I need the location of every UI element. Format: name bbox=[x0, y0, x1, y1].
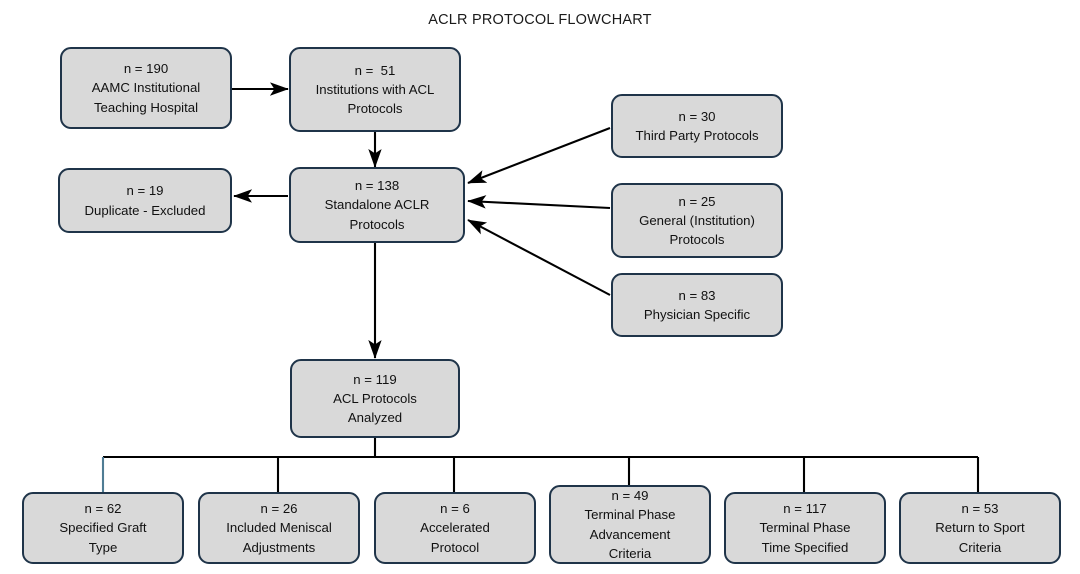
node-institutions-line2: Institutions with ACL bbox=[315, 81, 435, 97]
node-general-institution-protocols[interactable]: n = 25 General (Institution) Protocols bbox=[611, 183, 783, 258]
node-graft-line3: Type bbox=[88, 539, 118, 555]
node-accelerated-protocol[interactable]: n = 6 Accelerated Protocol bbox=[374, 492, 536, 564]
node-duplicate-line1: n = 19 bbox=[126, 183, 164, 199]
node-institutions-with-acl[interactable]: n = 51 Institutions with ACL Protocols bbox=[289, 47, 461, 132]
node-return-to-sport-criteria[interactable]: n = 53 Return to Sport Criteria bbox=[899, 492, 1061, 564]
node-acl-protocols-analyzed[interactable]: n = 119 ACL Protocols Analyzed bbox=[290, 359, 460, 438]
node-accelerated-line2: Accelerated bbox=[420, 520, 490, 536]
node-standalone-line3: Protocols bbox=[349, 216, 405, 232]
node-analyzed-line3: Analyzed bbox=[347, 410, 403, 426]
node-time-specified-line2: Terminal Phase bbox=[759, 520, 851, 536]
node-accelerated-line3: Protocol bbox=[430, 539, 480, 555]
node-analyzed-line1: n = 119 bbox=[353, 371, 397, 387]
node-meniscal-line2: Included Meniscal bbox=[226, 520, 332, 536]
node-advancement-line4: Criteria bbox=[608, 545, 652, 561]
node-analyzed-line2: ACL Protocols bbox=[333, 390, 417, 406]
node-return-sport-line3: Criteria bbox=[958, 539, 1002, 555]
node-aamc-institutional[interactable]: n = 190 AAMC Institutional Teaching Hosp… bbox=[60, 47, 232, 129]
node-time-specified-line1: n = 117 bbox=[783, 501, 827, 517]
node-institutions-line1: n = 51 bbox=[354, 62, 396, 78]
page-title: ACLR PROTOCOL FLOWCHART bbox=[428, 12, 652, 28]
node-general-line3: Protocols bbox=[669, 232, 725, 248]
edge-third-party-to-standalone bbox=[467, 127, 611, 184]
node-standalone-line1: n = 138 bbox=[354, 178, 400, 194]
node-aamc-line1: n = 190 bbox=[123, 61, 169, 77]
node-duplicate-excluded[interactable]: n = 19 Duplicate - Excluded bbox=[58, 168, 232, 233]
node-time-specified-line3: Time Specified bbox=[761, 539, 849, 555]
node-third-party-protocols[interactable]: n = 30 Third Party Protocols bbox=[611, 94, 783, 158]
node-return-sport-line2: Return to Sport bbox=[935, 520, 1025, 536]
node-specified-graft-type[interactable]: n = 62 Specified Graft Type bbox=[22, 492, 184, 564]
node-aamc-line2: AAMC Institutional bbox=[91, 80, 201, 96]
edge-general-to-standalone bbox=[467, 195, 611, 210]
node-graft-line2: Specified Graft bbox=[59, 520, 147, 536]
node-standalone-line2: Standalone ACLR bbox=[324, 197, 430, 213]
node-physician-line1: n = 83 bbox=[678, 287, 716, 303]
node-meniscal-line3: Adjustments bbox=[242, 539, 316, 555]
node-third-party-line2: Third Party Protocols bbox=[635, 128, 759, 143]
node-general-line1: n = 25 bbox=[678, 193, 716, 209]
node-third-party-line1: n = 30 bbox=[678, 108, 716, 124]
node-duplicate-line2: Duplicate - Excluded bbox=[84, 202, 206, 218]
edge-physician-to-standalone bbox=[467, 219, 611, 296]
node-advancement-line1: n = 49 bbox=[611, 488, 649, 504]
node-accelerated-line1: n = 6 bbox=[440, 501, 470, 517]
node-general-line2: General (Institution) bbox=[639, 212, 755, 228]
node-advancement-line2: Terminal Phase bbox=[584, 507, 676, 523]
node-terminal-phase-advancement-criteria[interactable]: n = 49 Terminal Phase Advancement Criter… bbox=[549, 485, 711, 564]
node-institutions-line3: Protocols bbox=[347, 101, 403, 117]
node-advancement-line3: Advancement bbox=[589, 526, 671, 542]
node-terminal-phase-time-specified[interactable]: n = 117 Terminal Phase Time Specified bbox=[724, 492, 886, 564]
node-included-meniscal-adjustments[interactable]: n = 26 Included Meniscal Adjustments bbox=[198, 492, 360, 564]
node-meniscal-line1: n = 26 bbox=[260, 501, 298, 517]
node-physician-specific[interactable]: n = 83 Physician Specific bbox=[611, 273, 783, 337]
node-aamc-line3: Teaching Hospital bbox=[93, 99, 199, 115]
node-return-sport-line1: n = 53 bbox=[961, 501, 999, 517]
node-standalone-aclr[interactable]: n = 138 Standalone ACLR Protocols bbox=[289, 167, 465, 243]
node-graft-line1: n = 62 bbox=[84, 501, 122, 517]
node-physician-line2: Physician Specific bbox=[643, 307, 751, 322]
